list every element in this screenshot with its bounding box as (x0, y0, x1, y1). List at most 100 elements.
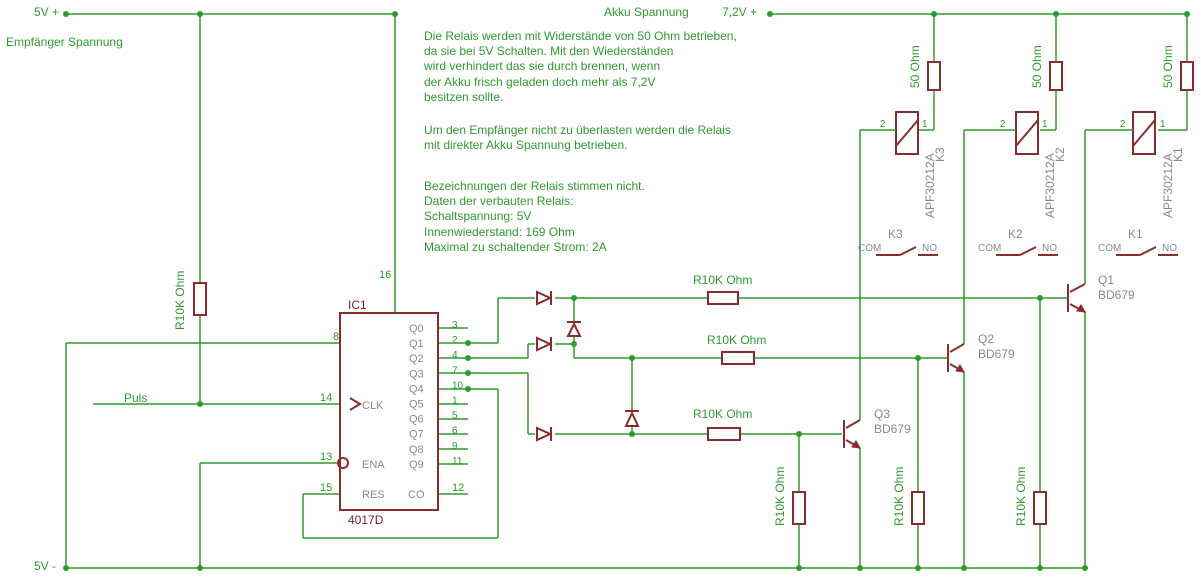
transistor-q3: Q3 BD679 (843, 407, 911, 449)
note-line: Bezeichnungen der Relais stimmen nicht. (424, 179, 645, 193)
relay-pin-1: 1 (1042, 119, 1048, 130)
note-line: Schaltspannung: 5V (424, 209, 531, 223)
battery-value-label: 7,2V + (722, 5, 757, 19)
note-line: Maximal zu schaltender Strom: 2A (424, 240, 607, 254)
contact-no: NO (922, 243, 937, 254)
note-line: da sie bei 5V Schalten. Mit den Wiederst… (424, 44, 673, 58)
ic-output-pin: 4 (452, 350, 458, 361)
ic-output-name: Q2 (409, 353, 424, 365)
ic-output-pin: 5 (452, 411, 458, 422)
resistor-relay-k2: 50 Ohm (1030, 45, 1063, 91)
transistor-type: BD679 (1098, 288, 1135, 302)
ic-pin-14: 14 (320, 392, 332, 404)
transistor-name: Q3 (874, 407, 890, 421)
contact-no: NO (1042, 243, 1057, 254)
contact-name: K3 (888, 227, 903, 241)
note-line: mit direkter Akku Spannung betrieben. (424, 138, 627, 152)
transistor-name: Q1 (1098, 273, 1114, 287)
receiver-voltage-label: Empfänger Spannung (6, 35, 123, 49)
contact-name: K1 (1128, 227, 1143, 241)
ic-co-label: CO (408, 489, 425, 501)
ic-output-pin: 9 (452, 441, 458, 452)
relay-pin-2: 2 (880, 119, 886, 130)
resistor-pulldown-q3: R10K Ohm (773, 467, 806, 526)
diodes (536, 290, 640, 442)
contact-com: COM (1098, 243, 1121, 254)
battery-voltage-label: Akku Spannung (604, 5, 689, 19)
contact-k1: K1 COM NO (1098, 227, 1178, 256)
resistor-relay-k1: 50 Ohm (1161, 45, 1194, 91)
relay-k2: 2 1 APF30212A K2 (998, 111, 1067, 218)
note-line: der Akku frisch geladen doch mehr als 7,… (424, 75, 655, 89)
note-line: Um den Empfänger nicht zu überlasten wer… (424, 123, 731, 137)
transistor-name: Q2 (978, 332, 994, 346)
resistor-label: R10K Ohm (773, 467, 787, 526)
notes-block: Die Relais werden mit Widerstände von 50… (423, 29, 737, 254)
supply-5v-minus-label: 5V - (34, 559, 56, 573)
transistor-type: BD679 (874, 422, 911, 436)
ic-output-pin: 10 (452, 380, 464, 391)
contact-com: COM (858, 243, 881, 254)
ic-output-name: Q3 (409, 368, 424, 380)
wires (65, 13, 1188, 569)
resistor-label: R10K Ohm (693, 407, 752, 421)
junction-dots (63, 11, 1190, 571)
resistor-label: R10K Ohm (173, 271, 187, 330)
relay-type: APF30212A (1161, 153, 1175, 218)
ic-pin-15: 15 (320, 482, 332, 494)
contact-k2: K2 COM NO (978, 227, 1058, 256)
resistor-label: 50 Ohm (1161, 45, 1175, 88)
ic-output-name: Q1 (409, 338, 424, 350)
relay-coil-name: K1 (1171, 147, 1185, 162)
contact-com: COM (978, 243, 1001, 254)
relay-pin-1: 1 (922, 119, 928, 130)
transistor-type: BD679 (978, 347, 1015, 361)
ic-output-pin: 3 (452, 320, 458, 331)
note-line: Daten der verbauten Relais: (424, 194, 573, 208)
transistor-q1: Q1 BD679 (1067, 273, 1135, 313)
relay-k1: 2 1 APF30212A K1 (1118, 111, 1185, 218)
resistor-label: 50 Ohm (908, 45, 922, 88)
resistor-label: R10K Ohm (693, 273, 752, 287)
ic-output-name: Q7 (409, 429, 424, 441)
relay-type: APF30212A (1043, 153, 1057, 218)
ic-output-pin: 11 (452, 456, 463, 467)
ic-pin-13: 13 (320, 451, 332, 463)
ic-output-name: Q4 (409, 383, 424, 395)
ic-name: IC1 (348, 298, 367, 312)
relay-coil-name: K2 (1053, 147, 1067, 162)
relay-pin-1: 1 (1160, 119, 1166, 130)
resistor-base-q2: R10K Ohm (707, 333, 766, 365)
ic-co-pin: 12 (452, 482, 464, 494)
resistor-pulldown-q1: R10K Ohm (1014, 467, 1047, 526)
supply-5v-plus-label: 5V + (34, 5, 59, 19)
relay-k3: 2 1 APF30212A K3 (878, 111, 947, 218)
note-line: Innenwiederstand: 169 Ohm (424, 225, 575, 239)
ic-output-pin: 1 (452, 396, 458, 407)
ic-output-name: Q9 (409, 459, 424, 471)
resistor-pulldown-q2: R10K Ohm (892, 467, 925, 526)
ic-output-name: Q6 (409, 414, 424, 426)
ic-4017: IC1 4017D 16 8 14 13 15 CLK ENA RES CO 1… (320, 269, 464, 527)
resistor-label: R10K Ohm (707, 333, 766, 347)
resistor-relay-k3: 50 Ohm (908, 45, 941, 91)
resistor-base-q3: R10K Ohm (693, 407, 752, 441)
relay-pin-2: 2 (1120, 119, 1126, 130)
puls-label: Puls (124, 391, 147, 405)
ic-res-label: RES (362, 489, 385, 501)
resistor-label: R10K Ohm (1014, 467, 1028, 526)
note-line: besitzen sollte. (424, 90, 503, 104)
contact-no: NO (1162, 243, 1177, 254)
resistor-label: R10K Ohm (892, 467, 906, 526)
ic-output-pin: 7 (452, 365, 458, 376)
ic-clk-label: CLK (362, 400, 384, 412)
relay-coil-name: K3 (933, 147, 947, 162)
ic-output-pin: 6 (452, 426, 458, 437)
resistor-base-q1: R10K Ohm (693, 273, 752, 305)
ic-output-name: Q8 (409, 444, 424, 456)
resistor-label: 50 Ohm (1030, 45, 1044, 88)
relay-pin-2: 2 (1000, 119, 1006, 130)
ic-ena-label: ENA (362, 459, 385, 471)
